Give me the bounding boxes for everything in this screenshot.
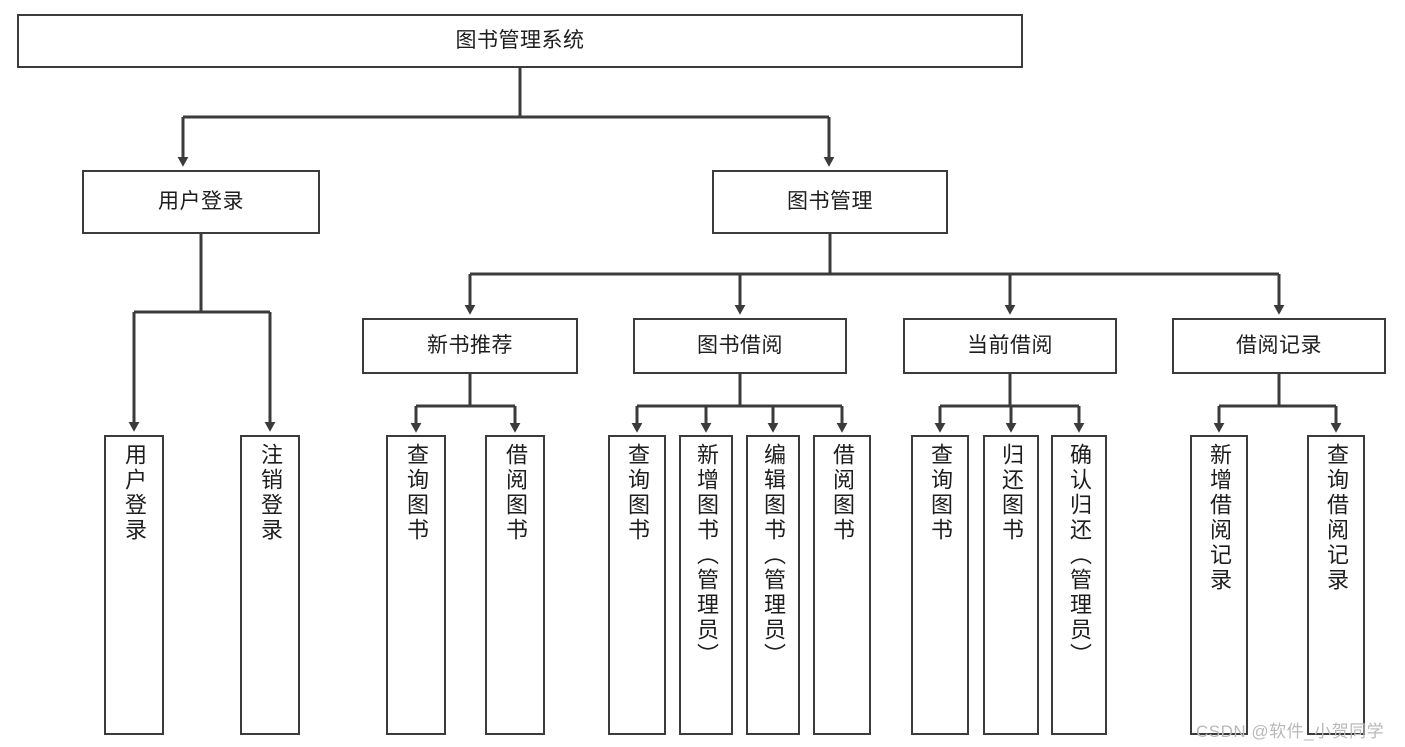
node-leaf-add-book-label: 新增图书（管理员） bbox=[694, 443, 719, 668]
node-leaf-query-record[interactable]: 查询借阅记录 bbox=[1307, 435, 1365, 735]
node-leaf-confirm-return[interactable]: 确认归还（管理员） bbox=[1051, 435, 1107, 735]
node-leaf-query-record-label: 查询借阅记录 bbox=[1324, 443, 1349, 593]
node-borrow-record-label: 借阅记录 bbox=[1236, 333, 1322, 357]
node-leaf-logout[interactable]: 注销登录 bbox=[240, 435, 300, 735]
node-book-manage[interactable]: 图书管理 bbox=[712, 170, 948, 234]
node-current-borrow-label: 当前借阅 bbox=[967, 333, 1053, 357]
node-leaf-add-book[interactable]: 新增图书（管理员） bbox=[679, 435, 733, 735]
node-leaf-borrow-book-1[interactable]: 借阅图书 bbox=[485, 435, 545, 735]
node-leaf-borrow-book-2[interactable]: 借阅图书 bbox=[813, 435, 871, 735]
node-leaf-user-login-label: 用户登录 bbox=[122, 443, 147, 543]
node-leaf-add-record-label: 新增借阅记录 bbox=[1207, 443, 1232, 593]
node-root[interactable]: 图书管理系统 bbox=[17, 14, 1023, 68]
node-leaf-query-book-3[interactable]: 查询图书 bbox=[911, 435, 969, 735]
node-new-book-rec[interactable]: 新书推荐 bbox=[362, 318, 578, 374]
node-leaf-query-book-2[interactable]: 查询图书 bbox=[608, 435, 666, 735]
node-root-label: 图书管理系统 bbox=[455, 28, 585, 52]
node-leaf-query-book-1[interactable]: 查询图书 bbox=[386, 435, 446, 735]
node-user-login-label: 用户登录 bbox=[158, 189, 244, 213]
csdn-watermark: CSDN @软件_小贺同学 bbox=[1196, 722, 1385, 741]
node-current-borrow[interactable]: 当前借阅 bbox=[903, 318, 1117, 374]
node-leaf-query-book-2-label: 查询图书 bbox=[625, 443, 650, 543]
node-leaf-user-login[interactable]: 用户登录 bbox=[104, 435, 164, 735]
node-new-book-rec-label: 新书推荐 bbox=[427, 333, 513, 357]
node-leaf-edit-book[interactable]: 编辑图书（管理员） bbox=[746, 435, 800, 735]
node-book-borrow-label: 图书借阅 bbox=[697, 333, 783, 357]
node-leaf-logout-label: 注销登录 bbox=[258, 443, 283, 543]
node-leaf-edit-book-label: 编辑图书（管理员） bbox=[761, 443, 786, 668]
node-book-manage-label: 图书管理 bbox=[787, 189, 873, 213]
node-leaf-query-book-1-label: 查询图书 bbox=[404, 443, 429, 543]
node-leaf-query-book-3-label: 查询图书 bbox=[928, 443, 953, 543]
node-user-login[interactable]: 用户登录 bbox=[82, 170, 320, 234]
node-leaf-borrow-book-2-label: 借阅图书 bbox=[830, 443, 855, 543]
node-borrow-record[interactable]: 借阅记录 bbox=[1172, 318, 1386, 374]
node-leaf-return-book-label: 归还图书 bbox=[999, 443, 1024, 543]
node-leaf-return-book[interactable]: 归还图书 bbox=[983, 435, 1039, 735]
node-leaf-borrow-book-1-label: 借阅图书 bbox=[503, 443, 528, 543]
node-leaf-confirm-return-label: 确认归还（管理员） bbox=[1067, 443, 1092, 668]
node-book-borrow[interactable]: 图书借阅 bbox=[633, 318, 847, 374]
node-leaf-add-record[interactable]: 新增借阅记录 bbox=[1190, 435, 1248, 735]
